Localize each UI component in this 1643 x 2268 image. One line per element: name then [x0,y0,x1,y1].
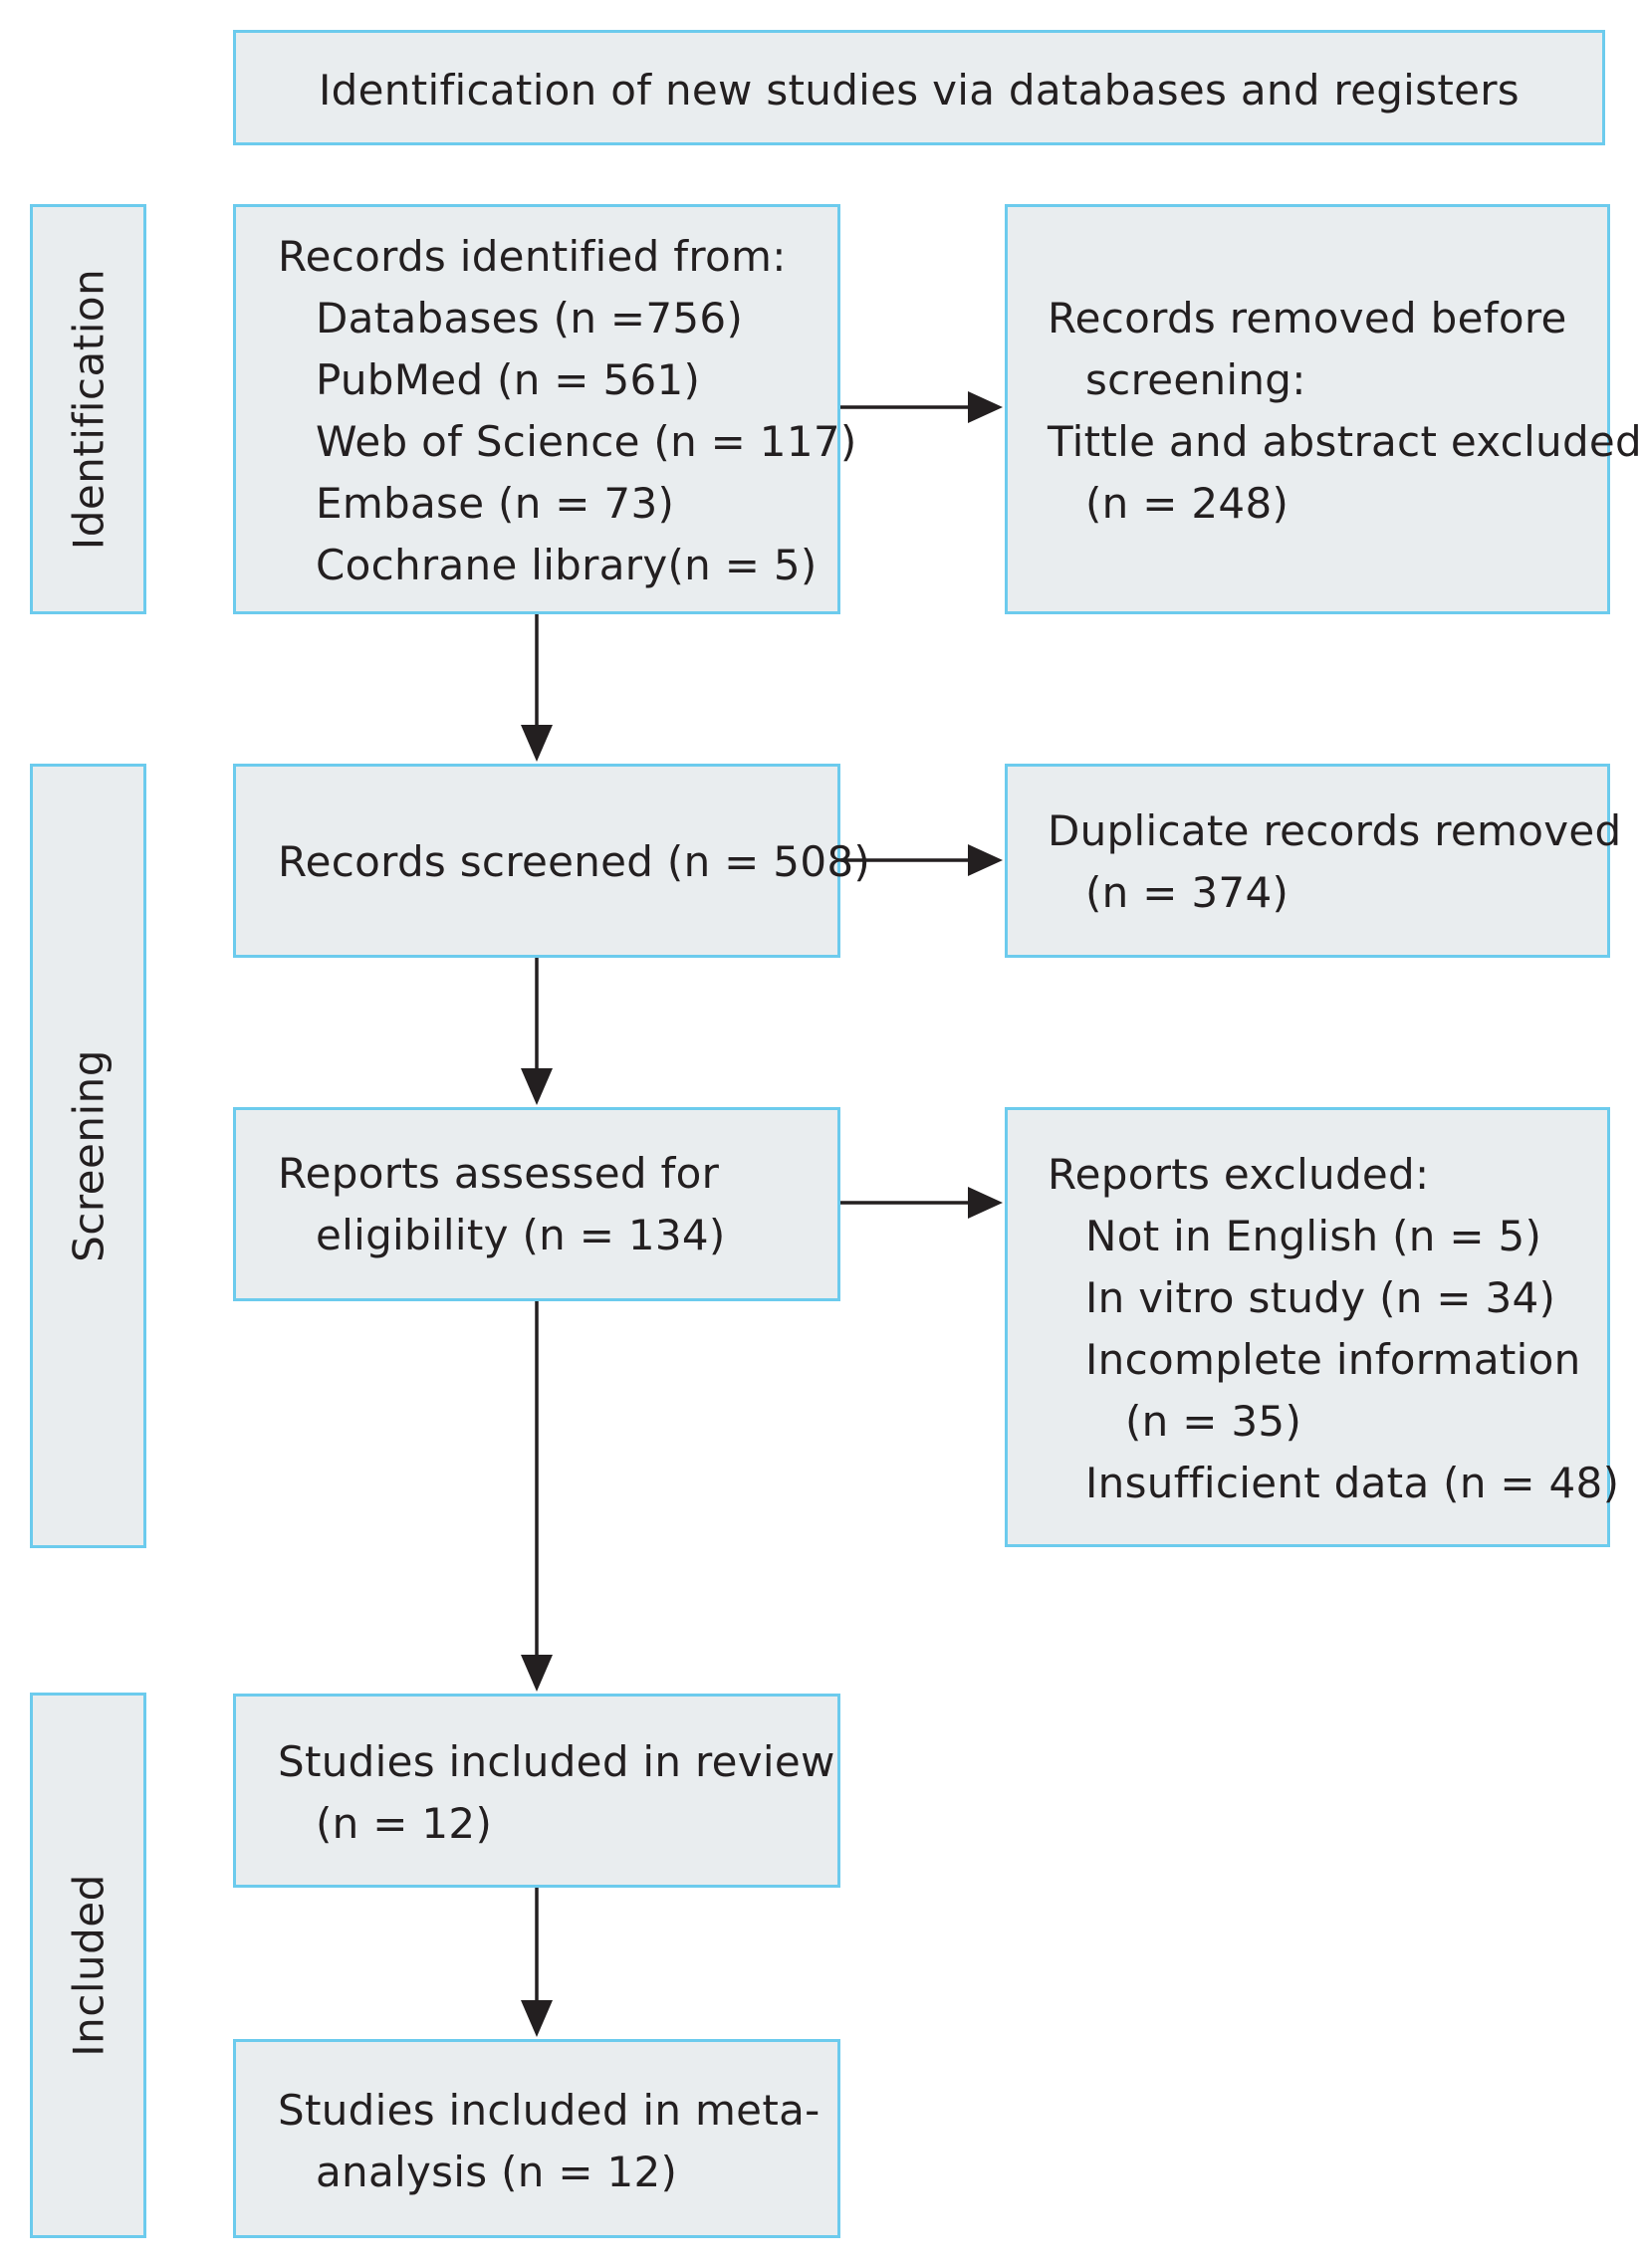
excluded-in-vitro: In vitro study (n = 34) [1085,1273,1556,1322]
reports-excluded-text: Reports excluded: Not in English (n = 5)… [1048,1144,1619,1514]
source-embase: Embase (n = 73) [316,479,675,528]
review-box: Studies included in review (n = 12) [233,1694,840,1888]
meta-text: Studies included in meta- analysis (n = … [278,2080,821,2203]
records-identified-text: Records identified from: Databases (n =7… [278,226,857,596]
source-pubmed: PubMed (n = 561) [316,355,701,404]
reports-excluded-heading: Reports excluded: [1048,1150,1430,1199]
records-screened-text: Records screened (n = 508) [278,837,871,886]
records-removed-line4: (n = 248) [1085,479,1290,528]
phase-identification: Identification [30,204,146,614]
header-title: Identification of new studies via databa… [319,66,1520,114]
reports-excluded-box: Reports excluded: Not in English (n = 5)… [1005,1107,1619,1547]
phase-included: Included [30,1693,146,2238]
arrowhead-right-2 [968,844,1003,876]
reports-assessed-line2: eligibility (n = 134) [316,1211,726,1259]
arrowhead-right-1 [968,391,1003,423]
review-line1: Studies included in review [278,1737,835,1786]
phase-screening: Screening [30,764,146,1548]
records-screened-box: Records screened (n = 508) [233,764,870,958]
meta-line2: analysis (n = 12) [316,2148,678,2196]
records-removed-box: Records removed before screening: Tittle… [1005,204,1642,614]
reports-assessed-line1: Reports assessed for [278,1149,720,1198]
review-text: Studies included in review (n = 12) [278,1731,835,1855]
records-removed-text: Records removed before screening: Tittle… [1048,288,1642,535]
records-removed-line1: Records removed before [1048,294,1567,342]
duplicates-box: Duplicate records removed (n = 374) [1005,764,1621,958]
source-web-of-science: Web of Science (n = 117) [316,417,857,466]
excluded-incomplete-count: (n = 35) [1125,1397,1302,1446]
arrowhead-down-3 [521,1655,553,1692]
source-cochrane: Cochrane library(n = 5) [316,541,818,589]
reports-assessed-box: Reports assessed for eligibility (n = 13… [233,1107,840,1301]
meta-box: Studies included in meta- analysis (n = … [233,2039,840,2238]
reports-assessed-text: Reports assessed for eligibility (n = 13… [278,1143,726,1266]
records-identified-heading: Records identified from: [278,232,787,281]
arrowhead-down-2 [521,1068,553,1105]
duplicates-text: Duplicate records removed (n = 374) [1048,800,1622,924]
arrowhead-right-3 [968,1187,1003,1219]
records-identified-box: Records identified from: Databases (n =7… [233,204,856,614]
duplicates-line1: Duplicate records removed [1048,806,1622,855]
excluded-incomplete: Incomplete information [1085,1335,1581,1384]
header-box: Identification of new studies via databa… [233,30,1605,145]
arrowhead-down-1 [521,725,553,762]
excluded-insufficient: Insufficient data (n = 48) [1085,1459,1620,1507]
excluded-not-english: Not in English (n = 5) [1085,1212,1542,1260]
records-removed-line3: Tittle and abstract excluded [1048,417,1643,466]
source-databases: Databases (n =756) [316,294,744,342]
duplicates-line2: (n = 374) [1085,868,1290,917]
arrowhead-down-4 [521,2000,553,2037]
review-line2: (n = 12) [316,1799,493,1848]
records-removed-line2: screening: [1085,355,1306,404]
meta-line1: Studies included in meta- [278,2086,821,2135]
